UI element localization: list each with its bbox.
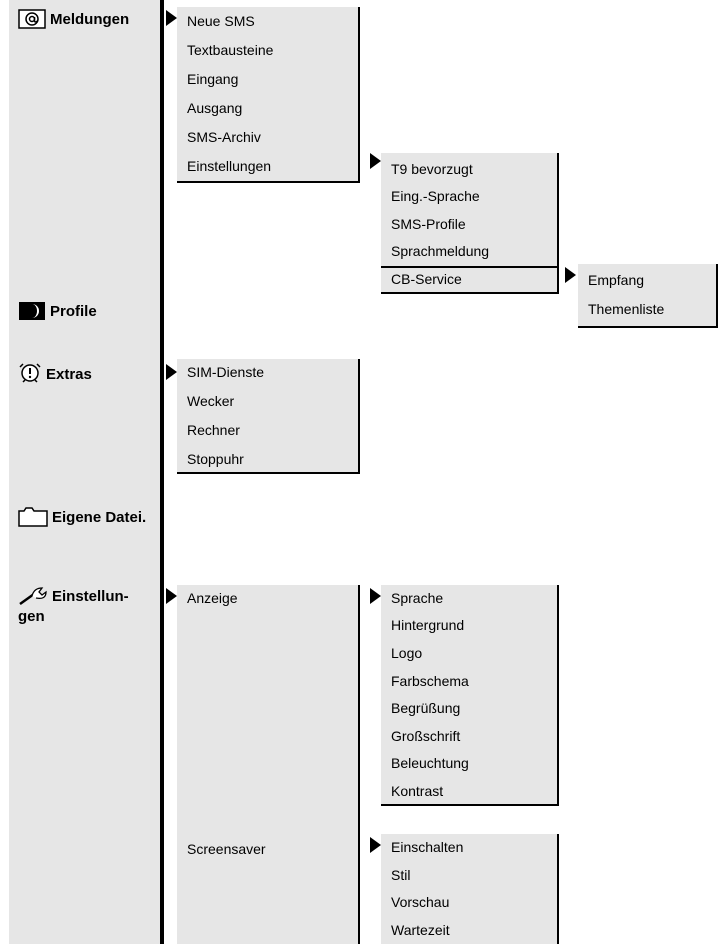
folder-icon [18, 507, 48, 527]
meldungen-submenu: Neue SMS Textbausteine Eingang Ausgang S… [177, 7, 360, 183]
submenu-arrow [370, 153, 381, 169]
menu-label: Eigene Datei. [52, 509, 147, 526]
menu-meldungen[interactable]: Meldungen [18, 9, 129, 30]
submenu-arrow [166, 364, 177, 380]
submenu-item[interactable]: Vorschau [391, 894, 450, 910]
submenu-item[interactable]: Beleuchtung [391, 755, 469, 771]
submenu-arrow [370, 588, 381, 604]
submenu-item[interactable]: Einstellungen [187, 158, 272, 174]
at-envelope-icon [18, 9, 46, 29]
submenu-item[interactable]: Sprache [391, 590, 444, 606]
profile-moon-icon [18, 301, 46, 321]
submenu-item[interactable]: Einschalten [391, 839, 464, 855]
submenu-item[interactable]: Themenliste [588, 301, 665, 317]
submenu-arrow [166, 588, 177, 604]
main-menu-column [9, 0, 160, 944]
submenu-item[interactable]: Eing.-Sprache [391, 188, 480, 204]
column-divider [160, 0, 164, 944]
submenu-arrow [565, 267, 576, 283]
anzeige-submenu: Sprache Hintergrund Logo Farbschema Begr… [381, 585, 559, 806]
menu-label: Profile [50, 303, 97, 320]
submenu-arrow [370, 837, 381, 853]
menu-eigene-datei[interactable]: Eigene Datei. [18, 507, 148, 528]
menu-label: Extras [46, 366, 92, 383]
submenu-item[interactable]: Farbschema [391, 673, 469, 689]
menu-einstellungen[interactable]: Einstellun-gen [18, 586, 153, 627]
submenu-item[interactable]: CB-Service [391, 271, 462, 287]
submenu-item[interactable]: Screensaver [187, 841, 266, 857]
submenu-item[interactable]: Begrüßung [391, 700, 461, 716]
screensaver-submenu: Einschalten Stil Vorschau Wartezeit [381, 834, 559, 944]
submenu-item[interactable]: Sprachmeldung [391, 243, 490, 259]
menu-label: Einstellun-gen [18, 588, 129, 625]
alarm-clock-icon [18, 362, 42, 384]
submenu-item[interactable]: Logo [391, 645, 423, 661]
submenu-item[interactable]: Hintergrund [391, 617, 465, 633]
menu-profile[interactable]: Profile [18, 301, 97, 322]
submenu-item[interactable]: Stoppuhr [187, 451, 244, 467]
submenu-item[interactable]: Wecker [187, 393, 235, 409]
submenu-item[interactable]: Stil [391, 867, 411, 883]
extras-submenu: SIM-Dienste Wecker Rechner Stoppuhr [177, 359, 360, 474]
submenu-item[interactable]: SIM-Dienste [187, 364, 265, 380]
submenu-item[interactable]: SMS-Profile [391, 216, 466, 232]
menu-label: Meldungen [50, 11, 130, 28]
submenu-item[interactable]: Wartezeit [391, 922, 450, 938]
submenu-item[interactable]: Anzeige [187, 590, 238, 606]
submenu-item[interactable]: Textbausteine [187, 42, 274, 58]
submenu-item[interactable]: Großschrift [391, 728, 461, 744]
menu-extras[interactable]: Extras [18, 362, 92, 385]
sms-einstellungen-submenu: T9 bevorzugt Eing.-Sprache SMS-Profile S… [381, 153, 559, 268]
einstellungen-submenu: Anzeige Screensaver [177, 585, 360, 944]
submenu-item[interactable]: Eingang [187, 71, 239, 87]
submenu-item[interactable]: T9 bevorzugt [391, 161, 473, 177]
submenu-arrow [166, 10, 177, 26]
submenu-item[interactable]: Rechner [187, 422, 240, 438]
submenu-item[interactable]: Ausgang [187, 100, 243, 116]
submenu-item[interactable]: Neue SMS [187, 13, 255, 29]
submenu-item[interactable]: SMS-Archiv [187, 129, 261, 145]
cb-service-submenu: Empfang Themenliste [578, 264, 718, 328]
wrench-icon [18, 586, 48, 606]
submenu-item[interactable]: Kontrast [391, 783, 444, 799]
submenu-item[interactable]: Empfang [588, 272, 645, 288]
